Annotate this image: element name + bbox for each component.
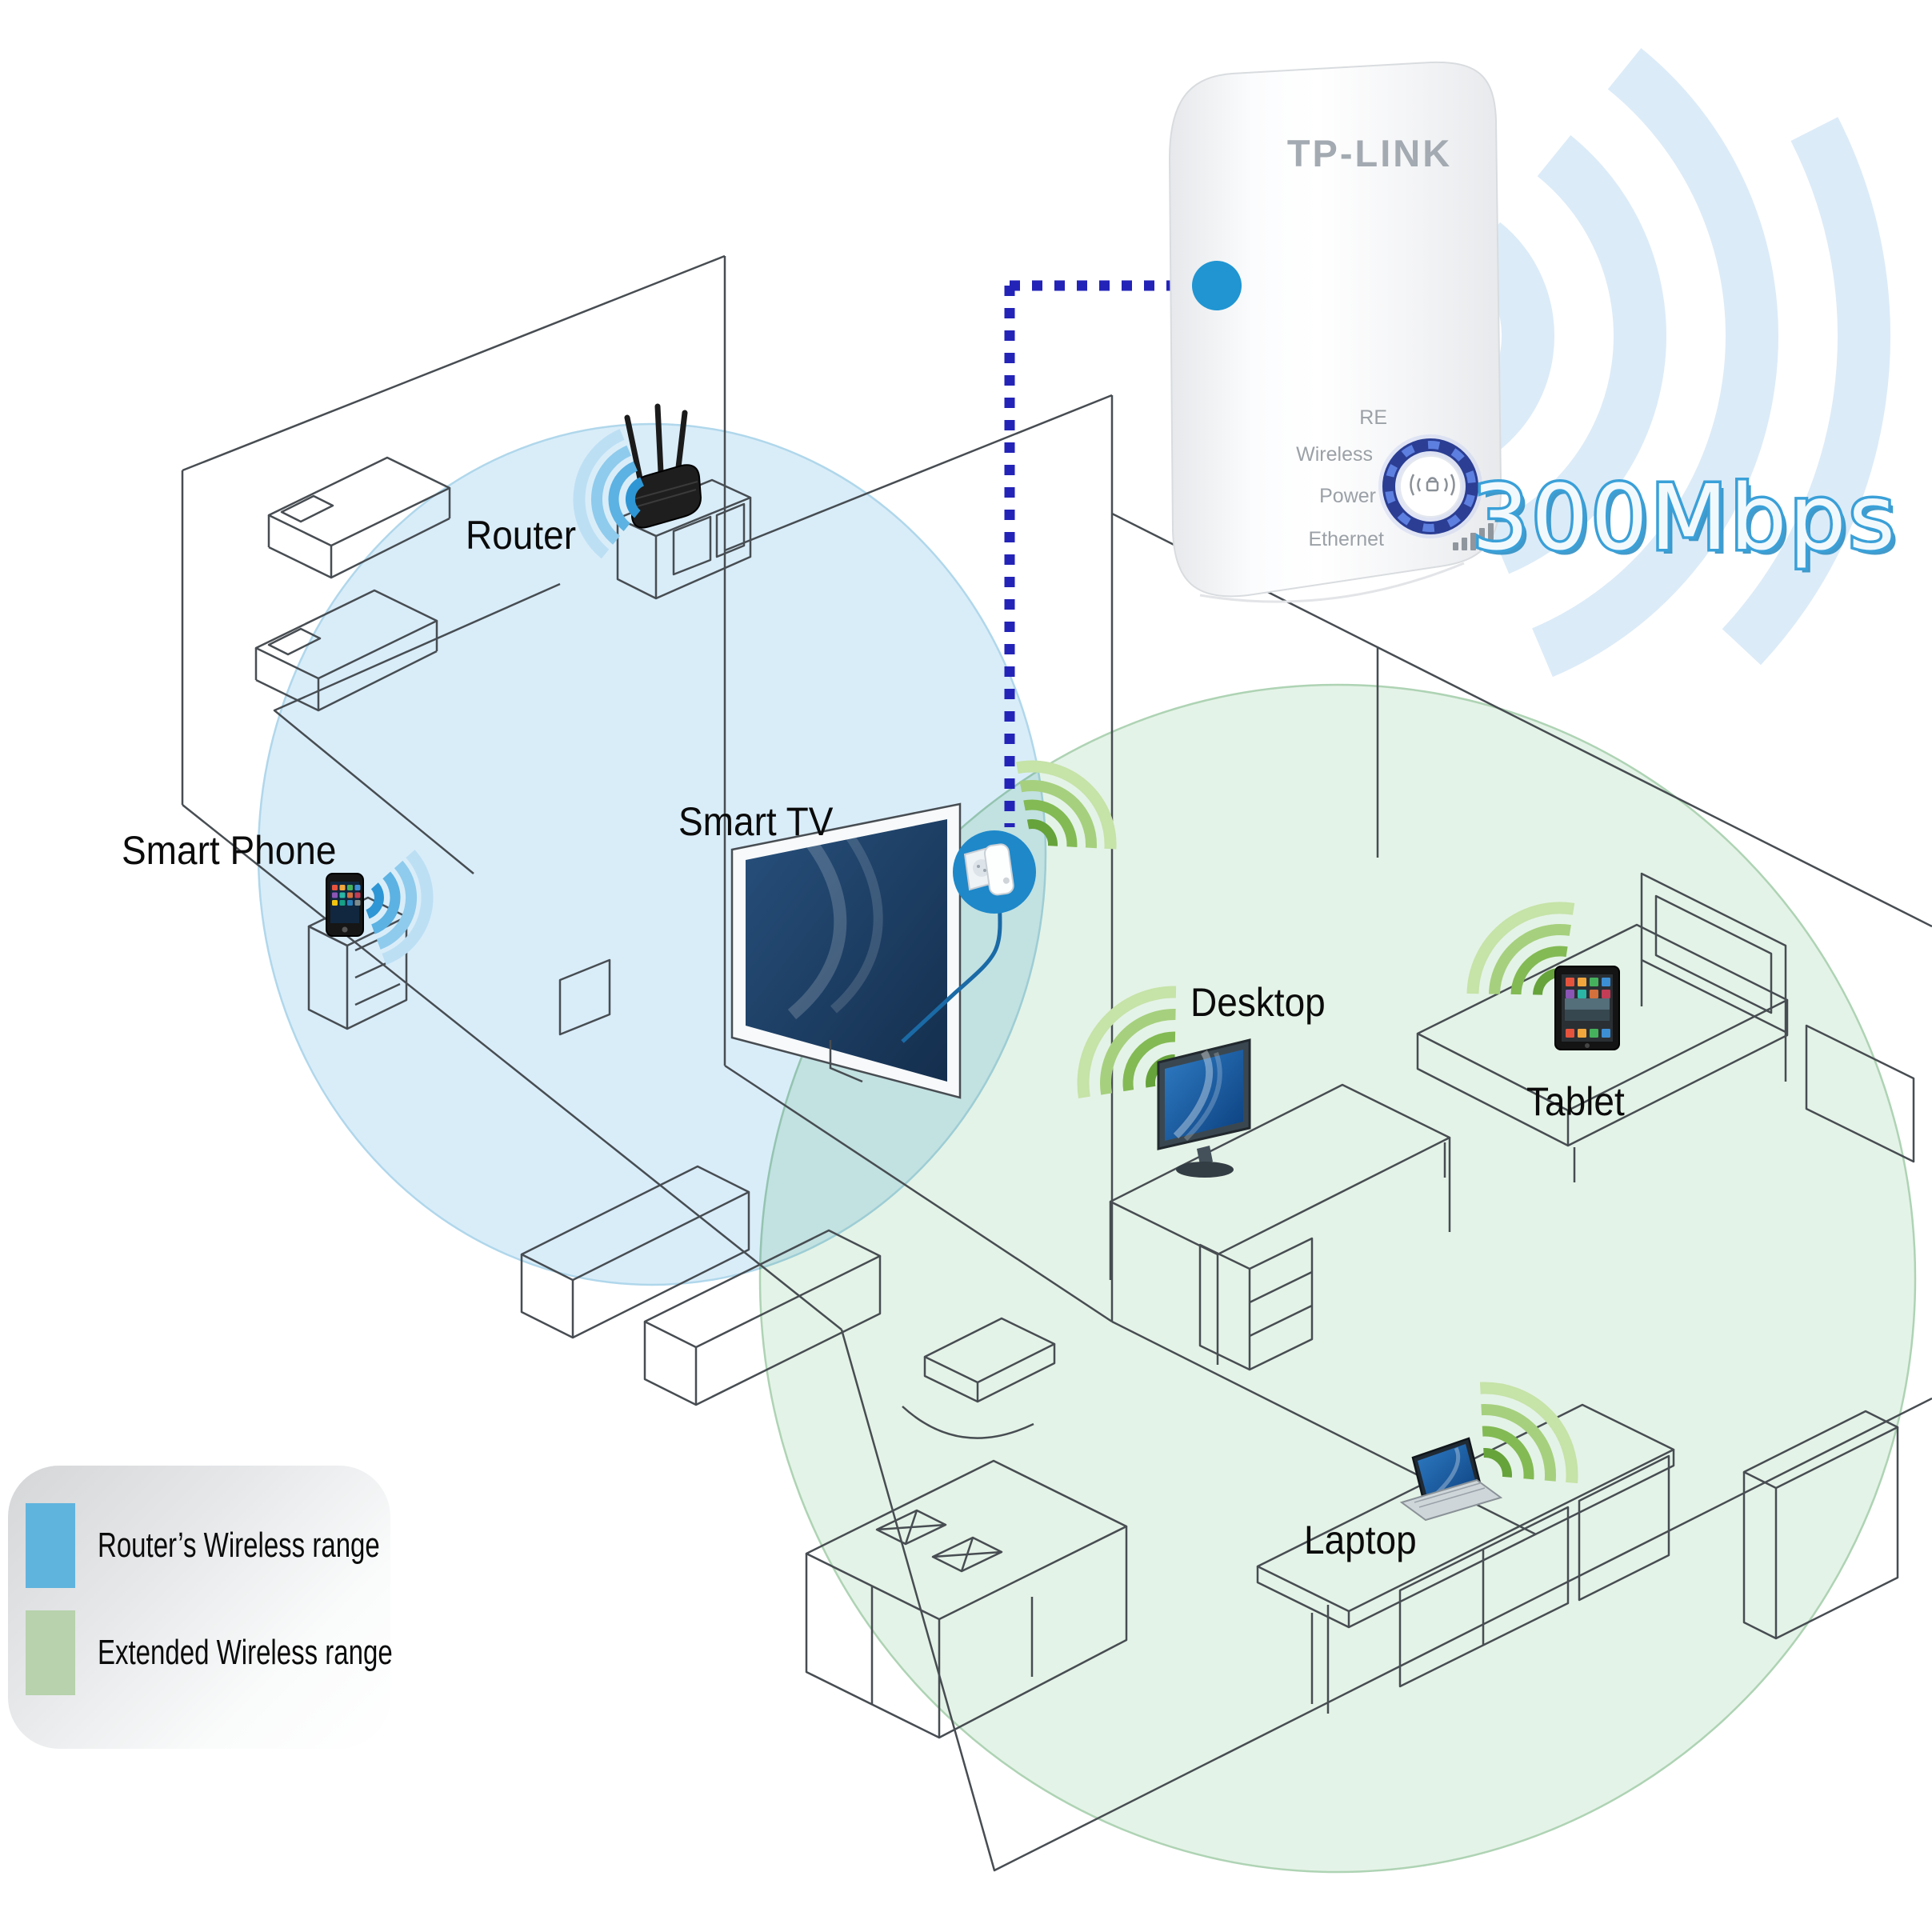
legend-item-router-range: Router’s Wireless range bbox=[26, 1503, 474, 1588]
led-label-re: RE bbox=[1359, 406, 1387, 429]
legend-label: Extended Wireless range bbox=[98, 1633, 393, 1672]
tv-wall-outline bbox=[723, 394, 1114, 1323]
router-range-swatch bbox=[26, 1503, 75, 1588]
bed-upper bbox=[267, 456, 451, 579]
fridge-cabinet bbox=[1742, 1410, 1899, 1640]
laptop-wifi-icon bbox=[1479, 1382, 1578, 1484]
laptop-label: Laptop bbox=[1304, 1518, 1417, 1562]
legend-item-extended-range: Extended Wireless range bbox=[26, 1610, 491, 1695]
legend: Router’s Wireless range Extended Wireles… bbox=[8, 1466, 393, 1749]
extender-wifi-icon bbox=[1015, 760, 1117, 850]
wps-led-ring bbox=[1378, 434, 1482, 538]
router-wifi-icon bbox=[573, 429, 645, 559]
picture-frame bbox=[558, 958, 611, 1036]
left-floor-edge bbox=[182, 804, 842, 1330]
mini-extender bbox=[983, 843, 1014, 896]
sofa bbox=[520, 1165, 882, 1406]
furniture bbox=[254, 456, 1899, 1739]
wifi-fans bbox=[366, 429, 1578, 1484]
bed-lower bbox=[254, 589, 438, 712]
desktop-device bbox=[1157, 1038, 1251, 1178]
brand-logo: TP-LINK bbox=[1287, 132, 1452, 174]
desktop-label: Desktop bbox=[1190, 980, 1326, 1025]
extended-range-swatch bbox=[26, 1610, 75, 1695]
laptop-device bbox=[1399, 1437, 1503, 1522]
device-blue-dot bbox=[1192, 261, 1242, 310]
speed-badge: 300Mbps 300Mbps bbox=[1470, 464, 1902, 576]
smart-phone-label: Smart Phone bbox=[122, 828, 337, 873]
bedroom-wall-top-edge bbox=[182, 254, 726, 472]
router-device bbox=[624, 403, 702, 529]
desk bbox=[1109, 1083, 1451, 1371]
bed-tablet bbox=[1416, 872, 1789, 1182]
led-label-wireless: Wireless bbox=[1296, 443, 1373, 466]
extender-callout bbox=[953, 830, 1036, 914]
wps-lock-icon bbox=[1410, 474, 1455, 496]
speed-badge-shadow: 300Mbps bbox=[1477, 471, 1902, 575]
extender-product: TP-LINK RE Wireless Power Ethernet bbox=[1168, 61, 1502, 603]
speed-badge-text: 300Mbps bbox=[1472, 466, 1898, 570]
legend-label: Router’s Wireless range bbox=[98, 1526, 380, 1565]
led-label-power: Power bbox=[1319, 485, 1376, 507]
smart-tv-label: Smart TV bbox=[678, 799, 834, 844]
desktop-wifi-icon bbox=[1077, 986, 1177, 1098]
window-frame bbox=[1805, 1024, 1915, 1163]
extended-range-circle bbox=[758, 683, 1917, 1874]
led-label-ethernet: Ethernet bbox=[1308, 528, 1384, 550]
phone-wifi-icon bbox=[366, 850, 434, 966]
signal-bars-icon bbox=[1453, 523, 1494, 550]
smart-tv-device bbox=[730, 802, 962, 1099]
kitchen-counter bbox=[805, 1459, 1128, 1739]
inner-corner-edge bbox=[273, 582, 561, 874]
ethernet-cable bbox=[901, 894, 1002, 1043]
smart-phone-device bbox=[326, 873, 364, 937]
tablet-label: Tablet bbox=[1526, 1079, 1625, 1124]
router-label: Router bbox=[466, 513, 577, 558]
tablet-device bbox=[1554, 966, 1620, 1050]
kitchen-hood bbox=[902, 1317, 1056, 1439]
